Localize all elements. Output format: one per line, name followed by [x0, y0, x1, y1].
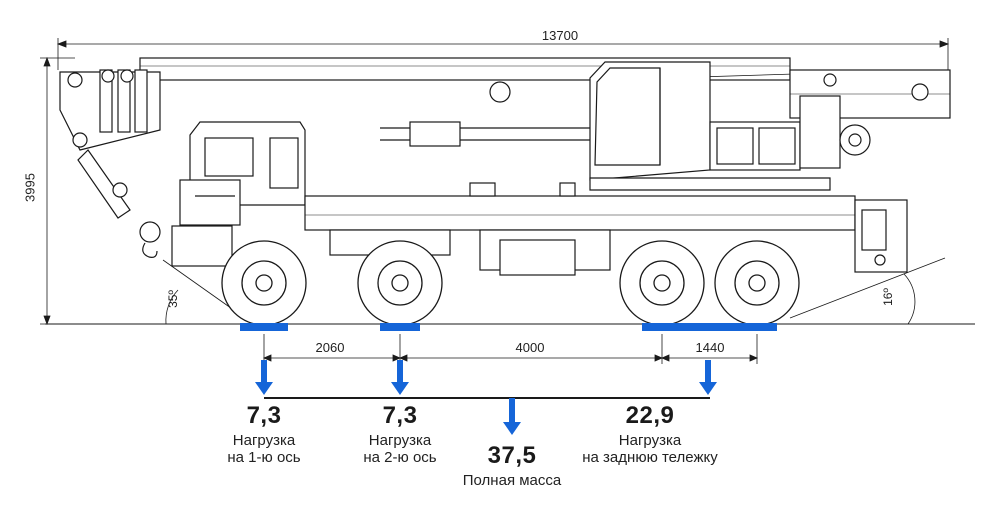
axle-dimensions: [262, 334, 759, 364]
truck-cab: [171, 121, 306, 267]
contact-patch-1: [240, 323, 288, 331]
load-diagram: [255, 360, 717, 435]
contact-patch-2: [380, 323, 420, 331]
bogie-load-value: 22,9: [625, 402, 675, 429]
wheel-axle-3: [619, 240, 705, 326]
overall-length-label: 13700: [541, 28, 579, 43]
rear-angle-lines: [789, 257, 946, 325]
axle-1-load-value: 7,3: [246, 402, 282, 429]
rear-angle-label: 16º: [881, 288, 895, 306]
contact-patch-bogie: [642, 323, 777, 331]
boom-head: [59, 69, 161, 258]
axle-1-load-caption-2: на 1-ю ось: [227, 449, 301, 466]
overall-height-label: 3995: [22, 173, 38, 202]
truck-chassis: [304, 182, 908, 276]
wheel-axle-2: [357, 240, 443, 326]
axle-1-load-caption-1: Нагрузка: [232, 432, 296, 449]
total-mass-caption: Полная масса: [462, 472, 562, 489]
bogie-load-caption-2: на заднюю тележку: [582, 449, 718, 466]
length-dimension: [56, 38, 950, 80]
wheels: [221, 240, 800, 326]
front-angle-label: 35º: [166, 290, 180, 308]
axle-spacing-1-2-label: 2060: [315, 340, 345, 355]
total-mass-value: 37,5: [487, 442, 537, 469]
axle-spacing-2-bogie-label: 4000: [515, 340, 545, 355]
wheel-axle-1: [221, 240, 307, 326]
crane-superstructure: [589, 61, 871, 191]
axle-2-load-caption-2: на 2-ю ось: [363, 449, 437, 466]
bogie-spacing-label: 1440: [695, 340, 725, 355]
contact-patches: [240, 323, 777, 331]
bogie-load-caption-1: Нагрузка: [618, 432, 682, 449]
axle-2-load-value: 7,3: [382, 402, 418, 429]
axle-2-load-caption-1: Нагрузка: [368, 432, 432, 449]
wheel-axle-4: [714, 240, 800, 326]
